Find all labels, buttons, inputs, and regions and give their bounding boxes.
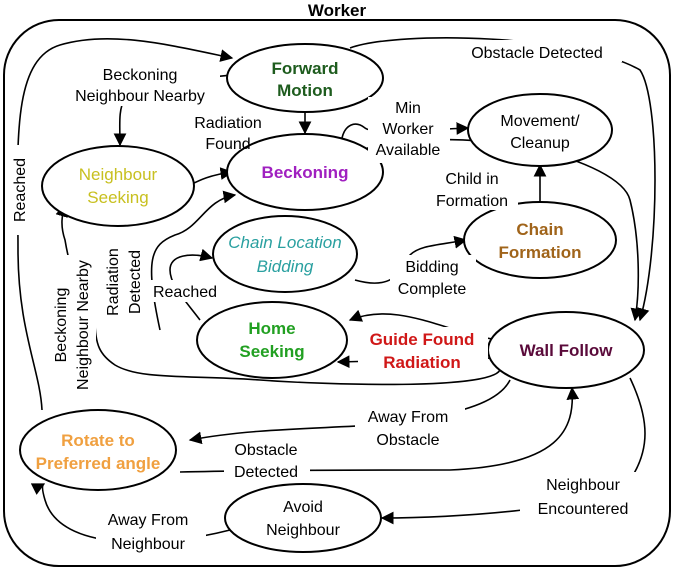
label-obstacle-detected-top: Obstacle Detected bbox=[471, 45, 603, 62]
label-beckoning-side-line2: Neighbour Nearby bbox=[75, 260, 92, 390]
beckoning-label: Beckoning bbox=[262, 163, 349, 182]
label-away-from-obstacle-line2: Obstacle bbox=[376, 432, 439, 449]
label-away-from-neighbour-line2: Neighbour bbox=[111, 536, 186, 553]
label-child-in-formation-line2: Formation bbox=[436, 193, 508, 210]
label-radiation-detected-line1: Radiation bbox=[105, 248, 122, 316]
movement-cleanup-line2: Cleanup bbox=[510, 135, 570, 152]
edge-forward-to-wallfollow bbox=[349, 37, 656, 322]
home-seeking-line1: Home bbox=[248, 319, 295, 338]
edge-neighbour-to-beckoning bbox=[189, 167, 234, 186]
state-chain-formation: Chain Formation bbox=[463, 201, 617, 279]
state-beckoning: Beckoning bbox=[226, 133, 384, 211]
label-reached-mid: Reached bbox=[153, 284, 217, 301]
edge-rotate-to-forward bbox=[16, 37, 234, 411]
state-forward-motion: Forward Motion bbox=[226, 43, 384, 113]
label-radiation-detected-line2: Detected bbox=[127, 250, 144, 314]
chain-formation-line1: Chain bbox=[516, 220, 563, 239]
rotate-line2: Preferred angle bbox=[36, 454, 161, 473]
chain-formation-line2: Formation bbox=[498, 243, 581, 262]
edge-wallfollow-loop-bottom bbox=[94, 319, 501, 386]
label-radiation-found-line2: Found bbox=[205, 136, 250, 153]
home-seeking-line2: Seeking bbox=[239, 342, 304, 361]
state-neighbour-seeking: Neighbour Seeking bbox=[41, 145, 195, 227]
label-beckoning-top-line1: Beckoning bbox=[103, 67, 178, 84]
label-min-worker-line2: Worker bbox=[382, 121, 434, 138]
neighbour-seeking-line2: Seeking bbox=[87, 188, 148, 207]
label-child-in-formation-line1: Child in bbox=[445, 171, 498, 188]
label-reached-left: Reached bbox=[12, 158, 29, 222]
label-guide-found-line2: Radiation bbox=[383, 353, 460, 372]
forward-motion-line1: Forward bbox=[271, 59, 338, 78]
chain-location-bidding-line2: Bidding bbox=[257, 257, 314, 276]
rotate-line1: Rotate to bbox=[61, 431, 135, 450]
label-min-worker-line1: Min bbox=[395, 100, 421, 117]
state-wall-follow: Wall Follow bbox=[487, 311, 645, 389]
movement-cleanup-line1: Movement/ bbox=[500, 113, 580, 130]
avoid-neighbour-line1: Avoid bbox=[283, 499, 323, 516]
worker-frame bbox=[3, 19, 671, 567]
transition-labels: Obstacle Detected Beckoning Neighbour Ne… bbox=[9, 40, 646, 554]
wall-follow-label: Wall Follow bbox=[520, 341, 614, 360]
label-bidding-complete-line1: Bidding bbox=[405, 259, 458, 276]
avoid-neighbour-line2: Neighbour bbox=[266, 522, 341, 539]
label-guide-found-line1: Guide Found bbox=[370, 330, 475, 349]
label-min-worker-line3: Available bbox=[376, 142, 441, 159]
label-beckoning-top-line2: Neighbour Nearby bbox=[75, 88, 205, 105]
label-obstacle-detected-bottom-line2: Detected bbox=[234, 464, 298, 481]
label-radiation-found-line1: Radiation bbox=[194, 115, 262, 132]
label-neighbour-encountered-line1: Neighbour bbox=[546, 477, 621, 494]
chain-location-bidding-line1: Chain Location bbox=[228, 233, 341, 252]
diagram-title: Worker bbox=[308, 1, 367, 20]
state-home-seeking: Home Seeking bbox=[196, 301, 348, 379]
label-away-from-neighbour-line1: Away From bbox=[108, 512, 189, 529]
state-avoid-neighbour: Avoid Neighbour bbox=[224, 483, 382, 553]
edge-reached-to-bidding bbox=[169, 248, 214, 321]
state-chain-location-bidding: Chain Location Bidding bbox=[212, 215, 358, 293]
label-neighbour-encountered-line2: Encountered bbox=[538, 501, 629, 518]
label-bidding-complete-line2: Complete bbox=[398, 281, 467, 298]
edge-beckoning-to-wallfollow bbox=[359, 138, 644, 322]
state-movement-cleanup: Movement/ Cleanup bbox=[467, 93, 613, 167]
label-beckoning-side-line1: Beckoning bbox=[53, 288, 70, 363]
label-away-from-obstacle-line1: Away From bbox=[368, 409, 449, 426]
label-obstacle-detected-bottom-line1: Obstacle bbox=[234, 442, 297, 459]
forward-motion-line2: Motion bbox=[277, 81, 333, 100]
neighbour-seeking-line1: Neighbour bbox=[79, 165, 158, 184]
state-rotate: Rotate to Preferred angle bbox=[19, 409, 177, 491]
